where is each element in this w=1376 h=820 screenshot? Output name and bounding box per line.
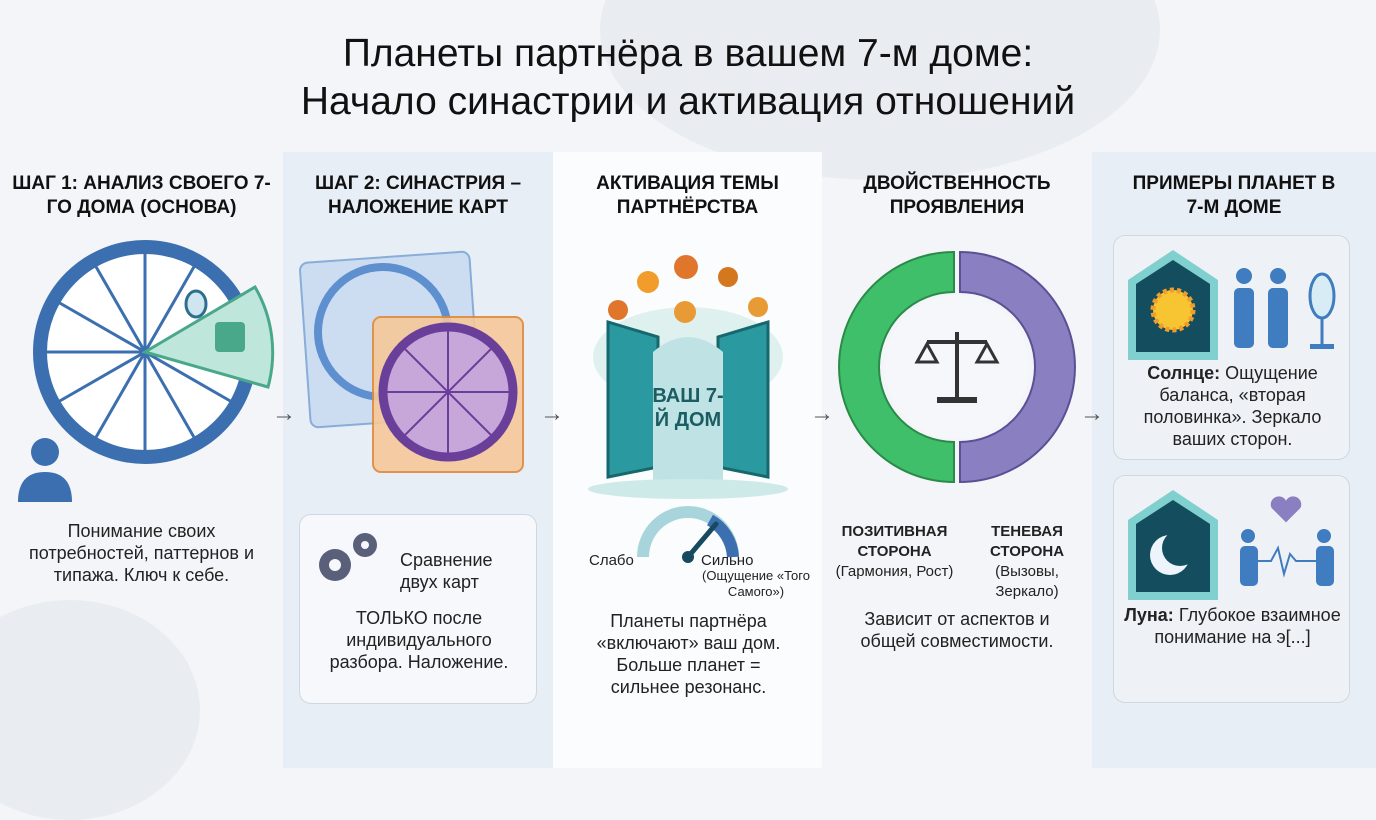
step-3-heading: АКТИВАЦИЯ ТЕМЫ ПАРТНЁРСТВА xyxy=(596,173,779,218)
couple-heartbeat-icon xyxy=(1240,496,1334,586)
duality-balance-icon xyxy=(838,250,1076,484)
sun-description: Ощущение баланса, «вторая половинка». Зе… xyxy=(1143,363,1322,449)
shadow-title: ТЕНЕВАЯ СТОРОНА xyxy=(989,523,1065,560)
gauge-high-note: (Ощущение «Того Самого») xyxy=(702,568,810,599)
step-2-column: ШАГ 2: СИНАСТРИЯ – НАЛОЖЕНИЕ КАРТ Сравне… xyxy=(283,152,553,768)
step-1-heading: ШАГ 1: АНАЛИЗ СВОЕГО 7-ГО ДОМА (ОСНОВА) xyxy=(12,173,271,218)
step-4-heading: ДВОЙСТВЕННОСТЬ ПРОЯВЛЕНИЯ xyxy=(863,173,1051,218)
shadow-note: (Вызовы, Зеркало) xyxy=(995,563,1059,600)
positive-note: (Гармония, Рост) xyxy=(835,563,954,580)
seventh-house-wheel-icon xyxy=(18,240,275,502)
step-4-column: ДВОЙСТВЕННОСТЬ ПРОЯВЛЕНИЯ ПОЗИТИВНАЯ СТО… xyxy=(822,152,1092,768)
gauge-high-label: Сильно xyxy=(701,552,754,569)
page-title: Планеты партнёра в вашем 7-м доме: Начал… xyxy=(0,30,1376,126)
title-line-1: Планеты партнёра в вашем 7-м доме: xyxy=(342,32,1034,75)
step-5-column: ПРИМЕРЫ ПЛАНЕТ В 7-М ДОМЕ Солнце: Ощущен… xyxy=(1092,152,1376,768)
example-card-sun: Солнце: Ощущение баланса, «вторая полови… xyxy=(1113,235,1350,460)
open-doors-planets-icon xyxy=(588,255,788,499)
arrow-icon: → xyxy=(1080,400,1104,427)
step-3-column: АКТИВАЦИЯ ТЕМЫ ПАРТНЁРСТВА ВАШ 7-Й ДОМ С… xyxy=(553,152,822,768)
arrow-icon: → xyxy=(540,400,564,427)
moon-description: Глубокое взаимное понимание на э[...] xyxy=(1154,605,1341,647)
example-card-moon: Луна: Глубокое взаимное понимание на э[.… xyxy=(1113,475,1350,703)
sun-example-text: Солнце: Ощущение баланса, «вторая полови… xyxy=(1120,362,1345,450)
step-4-text: Зависит от аспектов и общей совместимост… xyxy=(860,609,1054,651)
gears-icon xyxy=(319,533,377,581)
shadow-side: ТЕНЕВАЯ СТОРОНА(Вызовы, Зеркало) xyxy=(972,522,1082,602)
moon-example-text: Луна: Глубокое взаимное понимание на э[.… xyxy=(1124,604,1341,648)
step-1-text: Понимание своих потребностей, паттернов … xyxy=(28,521,255,585)
bubble-title: Сравнение двух карт xyxy=(400,550,493,592)
sun-label: Солнце: xyxy=(1147,363,1221,383)
step-3-text: Планеты партнёра «включают» ваш дом. Бол… xyxy=(596,611,781,697)
couple-mirror-icon xyxy=(1234,268,1336,349)
positive-title: ПОЗИТИВНАЯ СТОРОНА xyxy=(841,523,948,560)
step-2-heading: ШАГ 2: СИНАСТРИЯ – НАЛОЖЕНИЕ КАРТ xyxy=(314,173,522,218)
arrow-icon: → xyxy=(810,400,834,427)
comparison-bubble: Сравнение двух карт ТОЛЬКО после индивид… xyxy=(299,514,537,704)
overlaid-charts-icon xyxy=(299,250,524,473)
resonance-gauge xyxy=(637,506,739,563)
door-label: ВАШ 7-Й ДОМ xyxy=(652,385,724,431)
sun-house-icon xyxy=(1128,250,1218,360)
title-line-2: Начало синастрии и активация отношений xyxy=(300,80,1076,123)
moon-label: Луна: xyxy=(1124,605,1174,625)
step-1-column: ШАГ 1: АНАЛИЗ СВОЕГО 7-ГО ДОМА (ОСНОВА) … xyxy=(0,152,283,768)
step-2-text: ТОЛЬКО после индивидуального разбора. На… xyxy=(329,608,509,672)
gauge-low-label: Слабо xyxy=(589,552,634,569)
step-5-heading: ПРИМЕРЫ ПЛАНЕТ В 7-М ДОМЕ xyxy=(1132,173,1336,218)
moon-house-icon xyxy=(1128,490,1218,600)
positive-side: ПОЗИТИВНАЯ СТОРОНА (Гармония, Рост) xyxy=(832,522,957,582)
arrow-icon: → xyxy=(272,400,296,427)
